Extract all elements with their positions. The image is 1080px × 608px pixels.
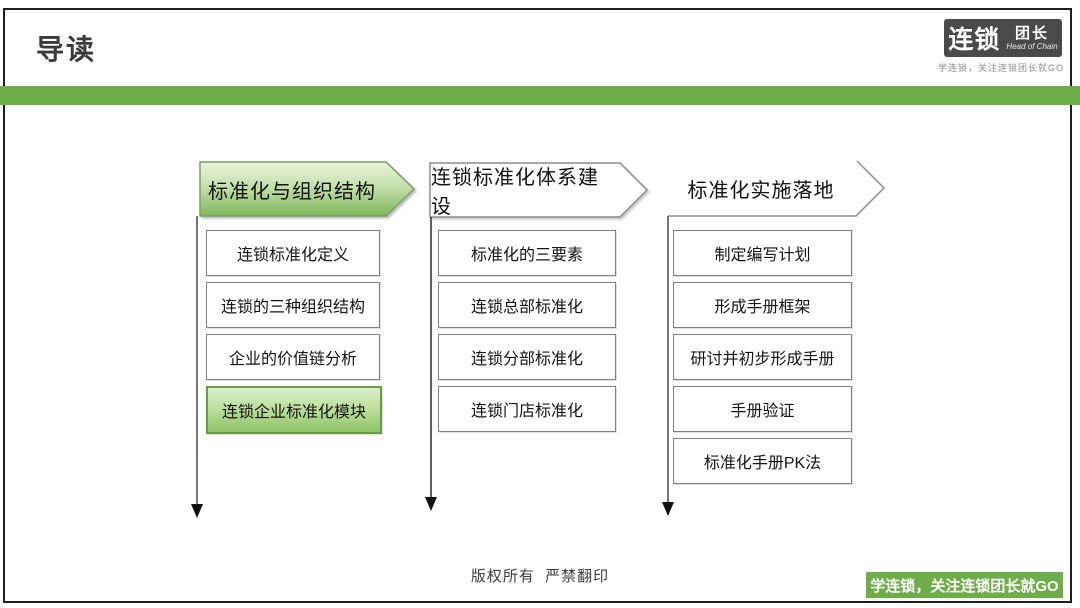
flow-step-box: 手册验证 — [673, 386, 852, 432]
flow-step-box: 研讨并初步形成手册 — [673, 334, 852, 380]
flow-step-label: 研讨并初步形成手册 — [690, 351, 835, 368]
logo-text-en: Head of Chain — [1006, 41, 1058, 51]
flow-step-box: 企业的价值链分析 — [206, 334, 380, 380]
flow-step-box: 连锁分部标准化 — [438, 334, 616, 380]
flow-step-label: 制定编写计划 — [714, 247, 811, 264]
column1-header-arrow-shape — [199, 161, 416, 217]
flow-step-box: 标准化手册PK法 — [673, 438, 852, 484]
promo-badge: 学连锁，关注连锁团长就GO — [866, 572, 1063, 598]
logo-text-sub: 团长 — [1014, 24, 1049, 42]
flow-step-label: 连锁分部标准化 — [470, 351, 583, 368]
flow-step-box: 连锁标准化定义 — [206, 230, 380, 276]
page-title: 导读 — [36, 34, 97, 65]
column1-flow-arrowhead-icon — [191, 504, 203, 518]
column1-header-label: 标准化与组织结构 — [208, 180, 376, 203]
column2-flow-arrowhead-icon — [425, 497, 437, 511]
column3-header-label: 标准化实施落地 — [687, 179, 835, 202]
flow-step-label: 标准化的三要素 — [470, 247, 583, 264]
column3-flow-arrowhead-icon — [662, 502, 674, 516]
flow-step-box: 连锁的三种组织结构 — [206, 282, 380, 328]
flow-step-box: 标准化的三要素 — [438, 230, 616, 276]
flow-step-box: 连锁总部标准化 — [438, 282, 616, 328]
column2-header-arrow-shape — [429, 162, 649, 218]
flow-step-box: 形成手册框架 — [673, 282, 852, 328]
column3-header-chevron-shape — [668, 160, 886, 217]
flow-step-box-highlighted: 连锁企业标准化模块 — [206, 386, 382, 434]
flow-step-label: 形成手册框架 — [714, 299, 811, 316]
flow-step-label: 连锁的三种组织结构 — [220, 299, 365, 316]
flow-step-label: 连锁门店标准化 — [470, 403, 583, 420]
brand-logo: 连锁 团长 Head of Chain — [944, 19, 1062, 57]
flow-step-label: 企业的价值链分析 — [228, 351, 357, 368]
accent-bar — [0, 86, 1080, 105]
flow-step-label: 连锁企业标准化模块 — [221, 404, 366, 421]
flow-step-label: 标准化手册PK法 — [703, 455, 822, 472]
flow-step-label: 连锁标准化定义 — [236, 247, 349, 264]
flow-step-label: 手册验证 — [730, 403, 795, 420]
column2-header-label: 连锁标准化体系建设 — [431, 167, 599, 218]
logo-text-main: 连锁 — [948, 26, 1001, 54]
flow-step-box: 制定编写计划 — [673, 230, 852, 276]
copyright-text: 版权所有 严禁翻印 — [470, 568, 610, 585]
flow-step-label: 连锁总部标准化 — [470, 299, 583, 316]
logo-tagline: 学连锁，关注连锁团长就GO — [937, 63, 1064, 73]
flow-step-box: 连锁门店标准化 — [438, 386, 616, 432]
logo-right-block: 团长 Head of Chain — [1006, 26, 1057, 51]
